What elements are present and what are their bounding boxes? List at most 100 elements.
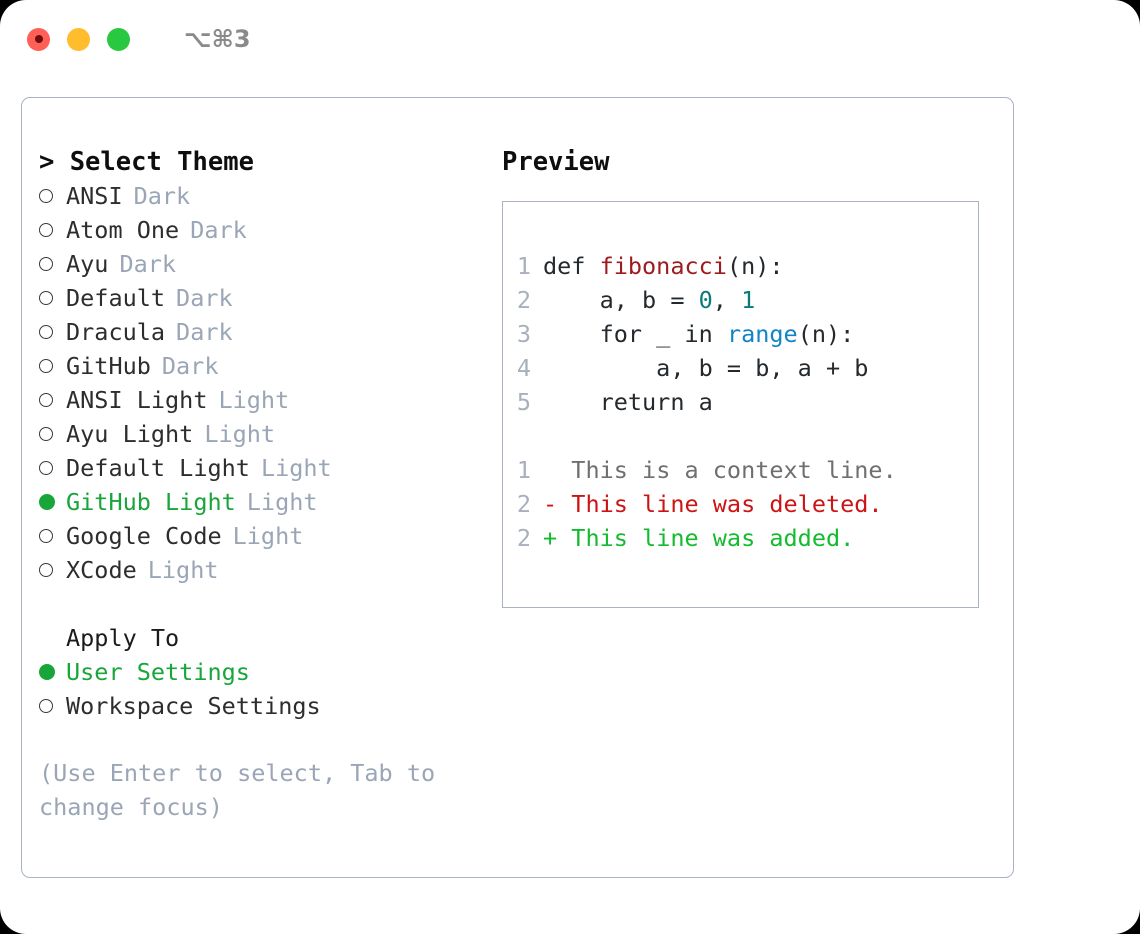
code-line-content: for _ in range(n): (543, 317, 855, 351)
theme-option-ansi[interactable]: ANSI Dark (39, 179, 499, 213)
theme-option-label: Default Light (66, 454, 250, 482)
theme-option-category: Dark (119, 250, 177, 278)
radio-unselected-icon[interactable] (39, 281, 66, 315)
code-token: a, b = b, a + b (543, 354, 869, 382)
theme-option-label: XCode (66, 556, 137, 584)
radio-unselected-icon[interactable] (39, 417, 66, 451)
radio-selected-icon[interactable] (39, 655, 66, 689)
code-line-content: a, b = 0, 1 (543, 283, 756, 317)
code-line: 4 a, b = b, a + b (515, 351, 970, 385)
theme-option-label: Ayu (66, 250, 109, 278)
theme-option-label: Ayu Light (66, 420, 194, 448)
theme-option-category: Dark (133, 182, 191, 210)
code-token: for _ in (543, 320, 727, 348)
code-token: range (726, 320, 798, 348)
radio-unselected-icon[interactable] (39, 689, 66, 723)
code-line-number: 3 (516, 320, 531, 348)
code-token: a, b = (543, 286, 699, 314)
radio-hollow-dot (39, 290, 53, 305)
code-token: , (712, 286, 742, 314)
title-bar: ⌥⌘3 (0, 0, 1140, 78)
theme-option-atom-one[interactable]: Atom One Dark (39, 213, 499, 247)
theme-option-dracula[interactable]: Dracula Dark (39, 315, 499, 349)
radio-unselected-icon[interactable] (39, 213, 66, 247)
radio-hollow-dot (39, 528, 53, 543)
radio-hollow-dot (39, 324, 53, 339)
apply-to-option-label: Workspace Settings (66, 692, 321, 720)
radio-unselected-icon[interactable] (39, 349, 66, 383)
apply-to-option-user-settings[interactable]: User Settings (39, 655, 499, 689)
keyboard-shortcut-label: ⌥⌘3 (184, 25, 251, 53)
code-line-number: 5 (516, 388, 531, 416)
theme-option-default-light[interactable]: Default Light Light (39, 451, 499, 485)
code-line: 1 def fibonacci(n): (515, 249, 970, 283)
maximize-button[interactable] (107, 27, 130, 51)
radio-hollow-dot (39, 460, 53, 475)
theme-option-label: Default (66, 284, 166, 312)
radio-unselected-icon[interactable] (39, 179, 66, 213)
minimize-button[interactable] (67, 27, 90, 51)
theme-option-xcode[interactable]: XCode Light (39, 553, 499, 587)
radio-hollow-dot (39, 698, 53, 713)
radio-unselected-icon[interactable] (39, 553, 66, 587)
theme-option-ayu[interactable]: Ayu Dark (39, 247, 499, 281)
diff-line-content: This line was added. (557, 524, 855, 552)
code-line-number: 1 (516, 252, 531, 280)
code-line-content: return a (543, 385, 713, 419)
theme-option-category: Light (204, 420, 276, 448)
code-token: (n): (726, 252, 784, 280)
radio-hollow-dot (39, 222, 53, 237)
close-button[interactable] (27, 27, 50, 51)
theme-option-category: Dark (190, 216, 247, 244)
diff-sign: + (543, 524, 558, 552)
theme-option-category: Light (260, 454, 332, 482)
radio-unselected-icon[interactable] (39, 519, 66, 553)
radio-unselected-icon[interactable] (39, 315, 66, 349)
diff-sign (543, 453, 557, 487)
apply-to-label: Apply To (66, 624, 180, 652)
code-line-number: 2 (516, 286, 531, 314)
radio-selected-icon[interactable] (39, 485, 66, 519)
radio-unselected-icon[interactable] (39, 383, 66, 417)
diff-line: 2 + This line was added. (515, 521, 970, 555)
code-token: 0 (698, 286, 713, 314)
apply-to-option-workspace-settings[interactable]: Workspace Settings (39, 689, 499, 723)
theme-option-label: GitHub (66, 352, 151, 380)
theme-option-category: Light (147, 556, 219, 584)
select-theme-header: > Select Theme (39, 147, 254, 177)
diff-line-content: This is a context line. (557, 456, 897, 484)
code-diff-gap (515, 419, 970, 453)
diff-line-content: This line was deleted. (557, 490, 883, 518)
diff-line-number: 2 (516, 524, 531, 552)
code-line-content: def fibonacci(n): (543, 249, 784, 283)
radio-unselected-icon[interactable] (39, 451, 66, 485)
code-token: (n): (797, 320, 855, 348)
theme-option-ayu-light[interactable]: Ayu Light Light (39, 417, 499, 451)
radio-hollow-dot (39, 256, 53, 271)
radio-unselected-icon[interactable] (39, 247, 66, 281)
code-token: fibonacci (599, 252, 727, 280)
window-controls (27, 27, 130, 51)
keyboard-hint-text: (Use Enter to select, Tab to change focu… (39, 759, 450, 821)
theme-option-category: Light (232, 522, 304, 550)
code-token: def (543, 252, 600, 280)
theme-option-label: ANSI (66, 182, 123, 210)
apply-to-option-label: User Settings (66, 658, 250, 686)
theme-option-label: Atom One (66, 216, 180, 244)
theme-option-label: ANSI Light (66, 386, 208, 414)
diff-sample: 1 This is a context line.2- This line wa… (515, 453, 970, 555)
theme-option-category: Dark (176, 318, 233, 346)
theme-option-label: Dracula (66, 318, 166, 346)
